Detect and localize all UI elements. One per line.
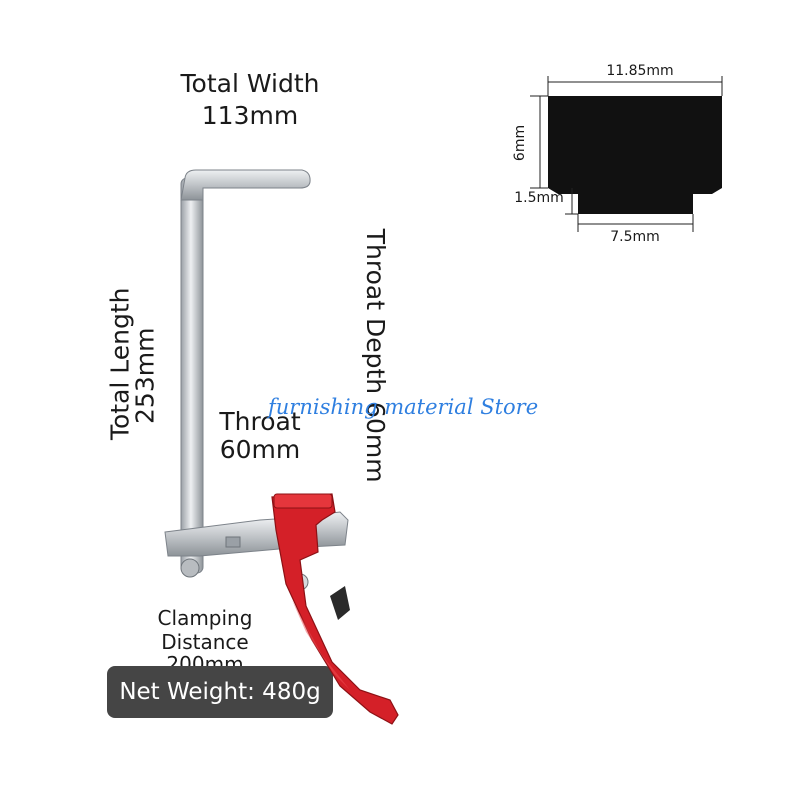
- clamp-rail: [180, 169, 311, 574]
- throat-value: 60mm: [219, 435, 301, 464]
- clamping-line1: Clamping: [157, 606, 253, 630]
- throat-title: Throat: [219, 407, 301, 436]
- profile-bottom-width: 7.5mm: [610, 229, 660, 245]
- total-width-title: Total Width: [180, 69, 320, 98]
- net-weight-badge: Net Weight: 480g: [107, 666, 333, 718]
- profile-height: 6mm: [512, 124, 528, 162]
- profile-step: 1.5mm: [514, 190, 564, 206]
- store-watermark: furnishing material Store: [268, 395, 539, 419]
- profile-shape: [548, 96, 722, 214]
- profile-top-width: 11.85mm: [606, 63, 674, 79]
- clamp-red-handle: [271, 493, 399, 725]
- total-width-value: 113mm: [201, 101, 299, 130]
